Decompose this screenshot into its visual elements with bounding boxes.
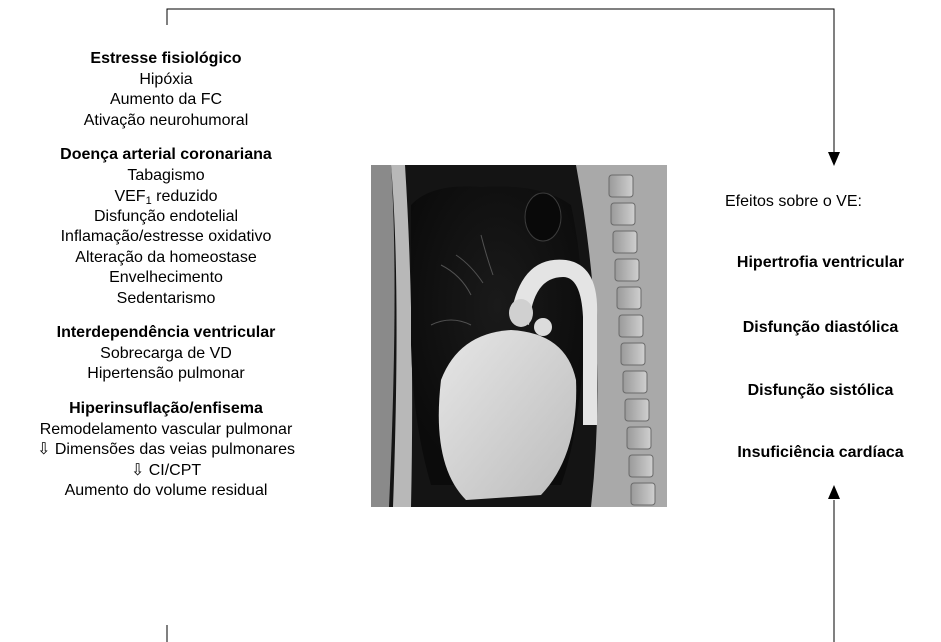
effects-column: Efeitos sobre o VE: Hipertrofia ventricu… <box>700 0 941 642</box>
factor-item: VEF1 reduzido <box>0 187 332 207</box>
section-title: Interdependência ventricular <box>0 322 332 344</box>
effects-intro: Efeitos sobre o VE: <box>725 193 862 211</box>
effect-hypertrophy: Hipertrofia ventricular <box>700 254 941 272</box>
factor-item: Sedentarismo <box>0 289 332 309</box>
factor-item: Envelhecimento <box>0 268 332 288</box>
factor-item: Remodelamento vascular pulmonar <box>0 420 332 440</box>
section-title: Hiperinsuflação/enfisema <box>0 398 332 420</box>
section-title: Doença arterial coronariana <box>0 144 332 166</box>
section-title: Estresse fisiológico <box>0 48 332 70</box>
factor-item: ⇩ Dimensões das veias pulmonares <box>0 440 332 460</box>
factor-item: Aumento da FC <box>0 90 332 110</box>
factor-item: Hipertensão pulmonar <box>0 364 332 384</box>
chest-ct-sagittal-image <box>371 165 667 507</box>
factor-item: Alteração da homeostase <box>0 248 332 268</box>
factor-item: Hipóxia <box>0 70 332 90</box>
effect-systolic-dysfunction: Disfunção sistólica <box>700 382 941 400</box>
factor-item: Tabagismo <box>0 166 332 186</box>
factor-item: Disfunção endotelial <box>0 207 332 227</box>
factor-item: Sobrecarga de VD <box>0 344 332 364</box>
factor-item: Ativação neurohumoral <box>0 111 332 131</box>
factor-item: Inflamação/estresse oxidativo <box>0 227 332 247</box>
factor-item: Aumento do volume residual <box>0 481 332 501</box>
effect-heart-failure: Insuficiência cardíaca <box>700 444 941 462</box>
effect-diastolic-dysfunction: Disfunção diastólica <box>700 319 941 337</box>
factor-item: ⇩ CI/CPT <box>0 461 332 481</box>
